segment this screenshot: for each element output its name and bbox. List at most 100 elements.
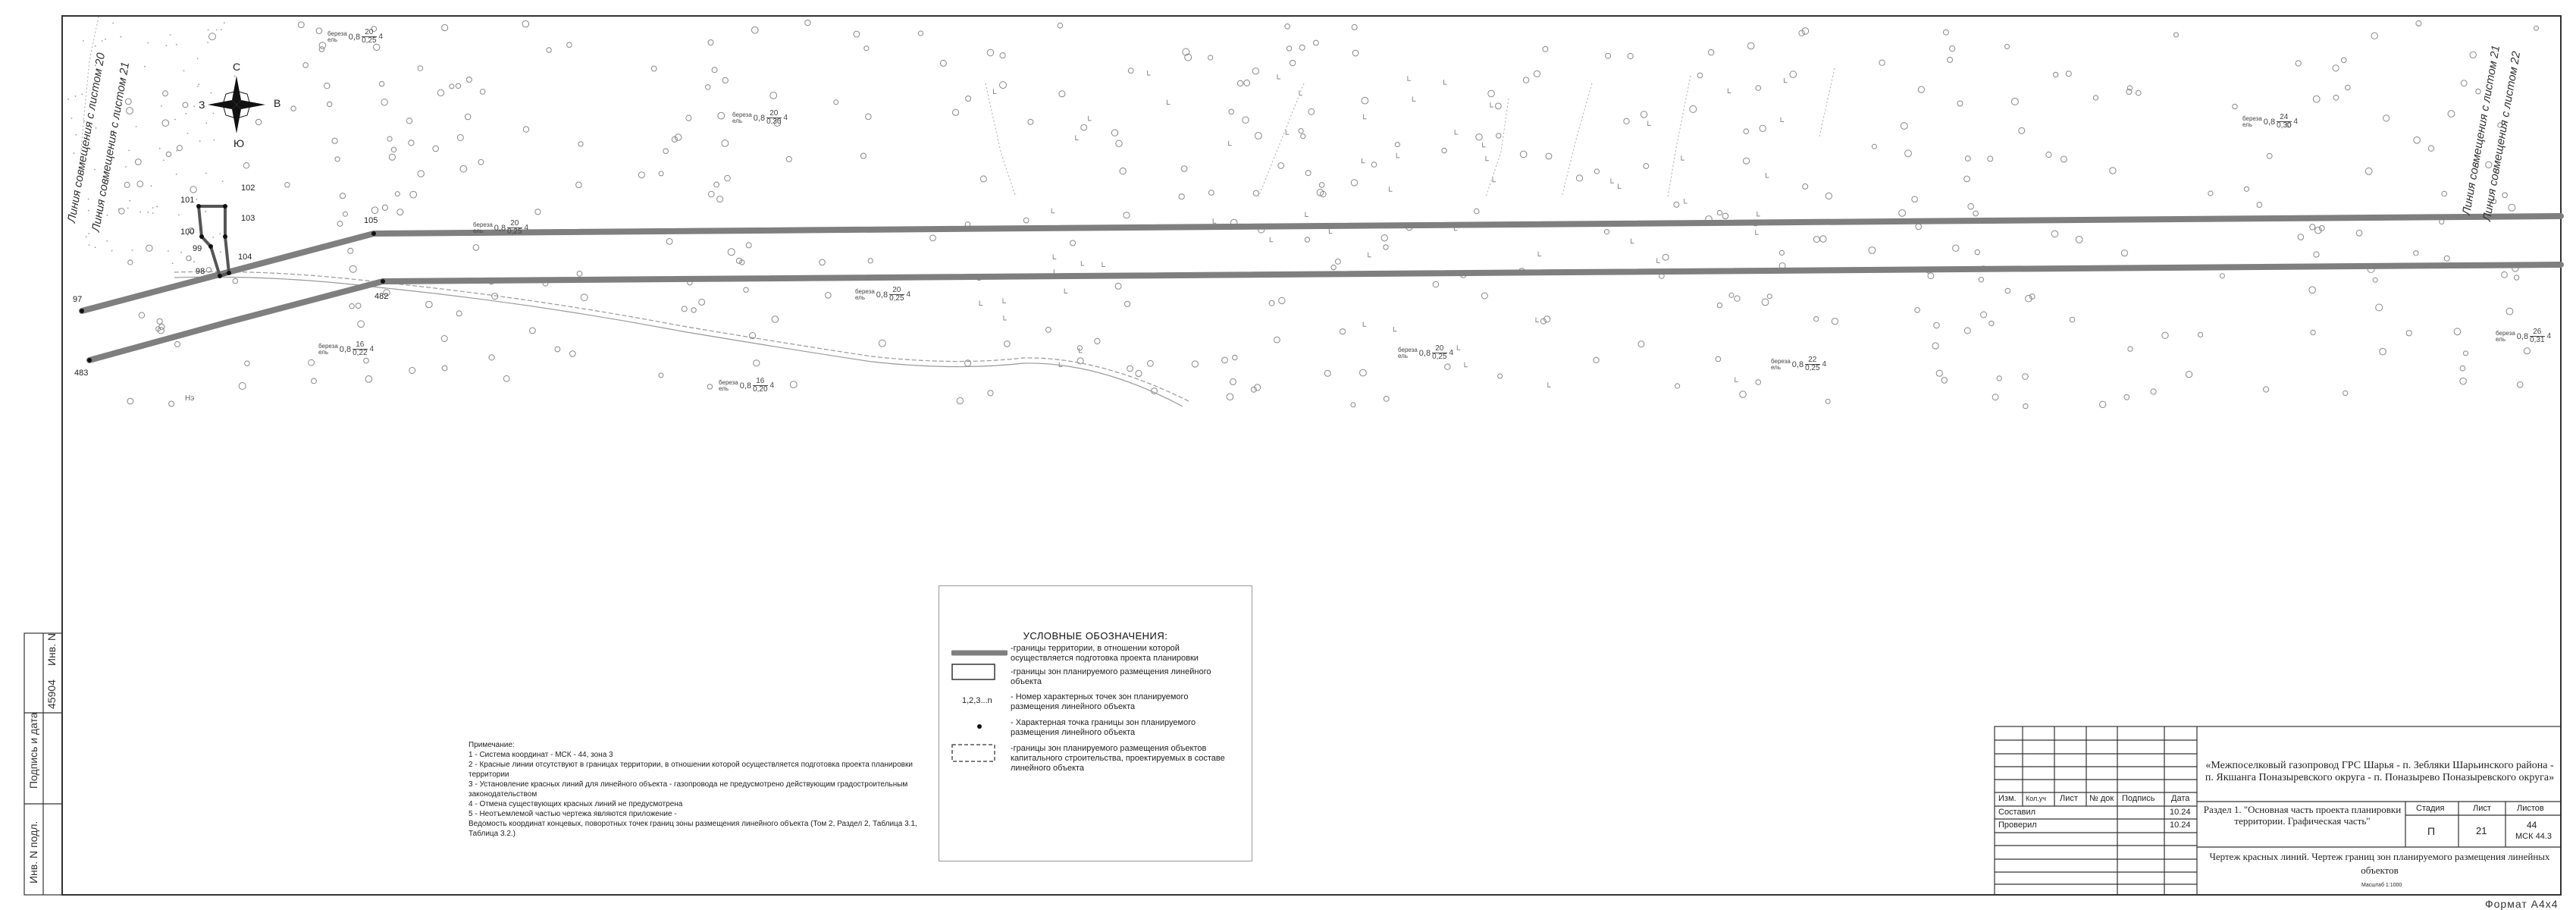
tree-symbol xyxy=(381,204,388,211)
tree-symbol xyxy=(205,267,212,273)
tree-symbol xyxy=(1778,249,1785,256)
tree-symbol xyxy=(284,182,290,188)
tree-symbol xyxy=(999,81,1007,89)
tree-symbol xyxy=(1330,264,1337,271)
tree-symbol xyxy=(394,191,400,197)
tree-symbol xyxy=(1759,124,1766,133)
shrub-dot xyxy=(210,92,212,94)
tree-species-name: ель xyxy=(473,227,484,234)
tree-symbol xyxy=(739,259,745,265)
tree-symbol xyxy=(1728,292,1735,298)
tree-symbol xyxy=(459,165,468,173)
tree-symbol xyxy=(749,332,757,340)
shrub-dot xyxy=(83,120,85,122)
note-line-3: 3 - Установление красных линий для линей… xyxy=(469,780,908,799)
tree-spacing: 0,8 xyxy=(1418,348,1431,358)
tree-symbol xyxy=(771,315,779,323)
tree-symbol xyxy=(2372,277,2378,283)
tree-symbol xyxy=(707,384,713,390)
tree-symbol xyxy=(1252,67,1260,75)
tree-symbol xyxy=(929,234,936,242)
tree-symbol xyxy=(388,153,396,161)
tree-symbol xyxy=(1798,30,1805,36)
tree-symbol xyxy=(833,99,839,105)
tree-symbol xyxy=(1868,246,1876,254)
tree-symbol xyxy=(1004,340,1011,347)
tree-symbol xyxy=(146,244,153,252)
tree-symbol xyxy=(127,397,134,405)
tree-symbol xyxy=(566,42,572,49)
grass-symbol xyxy=(1269,237,1274,243)
tree-symbol xyxy=(1076,357,1084,365)
shrub-dot xyxy=(139,211,142,213)
grass-symbol xyxy=(993,89,997,94)
tree-symbol xyxy=(2025,294,2032,303)
tree-symbol xyxy=(455,83,462,89)
stamp-col-podp: Подпись xyxy=(2122,794,2155,803)
tree-symbol xyxy=(671,136,678,143)
tree-symbol xyxy=(342,211,348,217)
tree-symbol xyxy=(176,145,183,152)
tree-spacing: 0,8 xyxy=(1791,359,1804,369)
shrub-dot xyxy=(176,149,178,152)
tree-distance: 4 xyxy=(769,381,775,390)
tree-symbol xyxy=(1967,202,1974,210)
tree-symbol xyxy=(2523,347,2531,355)
grass-symbol xyxy=(1535,317,1539,322)
inv-podl-label: Инв. N подл. xyxy=(27,821,39,883)
tree-symbol xyxy=(2120,249,2128,257)
point-label-102: 102 xyxy=(241,184,255,193)
tree-symbol xyxy=(956,397,964,405)
legend-capital-zone-symbol xyxy=(951,744,995,762)
compass-east-arrow xyxy=(237,100,265,109)
existing-track xyxy=(174,271,1191,407)
tree-symbol xyxy=(2123,394,2130,400)
tree-symbol xyxy=(2447,110,2455,118)
tree-symbol xyxy=(1305,170,1312,177)
tree-symbol xyxy=(2208,190,2214,196)
tree-symbol xyxy=(432,145,440,152)
tree-species-name: ель xyxy=(327,36,338,43)
tree-symbol xyxy=(1802,183,1809,190)
tree-symbol xyxy=(1637,340,1645,348)
compass-rose xyxy=(208,76,265,133)
tree-diameter: 0,25 xyxy=(362,36,377,45)
tree-symbol xyxy=(238,382,246,390)
tree-symbol xyxy=(1662,253,1669,261)
tree-symbol xyxy=(1473,208,1480,215)
tree-symbol xyxy=(987,390,994,397)
characteristic-point xyxy=(87,358,92,362)
tree-symbol xyxy=(1542,46,1549,52)
tree-symbol xyxy=(939,59,947,67)
tree-species-name: береза xyxy=(855,287,875,295)
tree-symbol xyxy=(1761,298,1769,306)
shrub-dot xyxy=(186,133,189,134)
tree-symbol xyxy=(681,306,688,312)
grass-symbol xyxy=(1363,114,1367,120)
grass-symbol xyxy=(1485,155,1489,162)
grass-symbol xyxy=(1362,322,1367,327)
grass-symbol xyxy=(1618,184,1622,189)
tree-height: 20 xyxy=(766,110,782,118)
tree-symbol xyxy=(1127,365,1133,372)
tree-symbol xyxy=(1254,384,1261,391)
shrub-dot xyxy=(85,236,87,238)
grass-symbol xyxy=(1456,345,1461,350)
stamp-sheets-label: Листов xyxy=(2517,804,2544,813)
tree-symbol xyxy=(1380,234,1389,242)
tree-species-name: ель xyxy=(719,384,729,392)
tree-symbol xyxy=(2161,331,2169,339)
notes-title: Примечание: xyxy=(469,741,515,749)
tree-symbol xyxy=(1963,175,1970,183)
tree-symbol xyxy=(162,90,168,97)
tree-symbol xyxy=(1987,155,1994,162)
tree-symbol xyxy=(1755,379,1762,385)
tree-species-name: береза xyxy=(1771,357,1791,365)
shrub-dot xyxy=(205,211,207,212)
characteristic-point xyxy=(218,274,222,278)
grass-symbol xyxy=(1088,115,1092,121)
tree-symbol xyxy=(1605,52,1612,59)
